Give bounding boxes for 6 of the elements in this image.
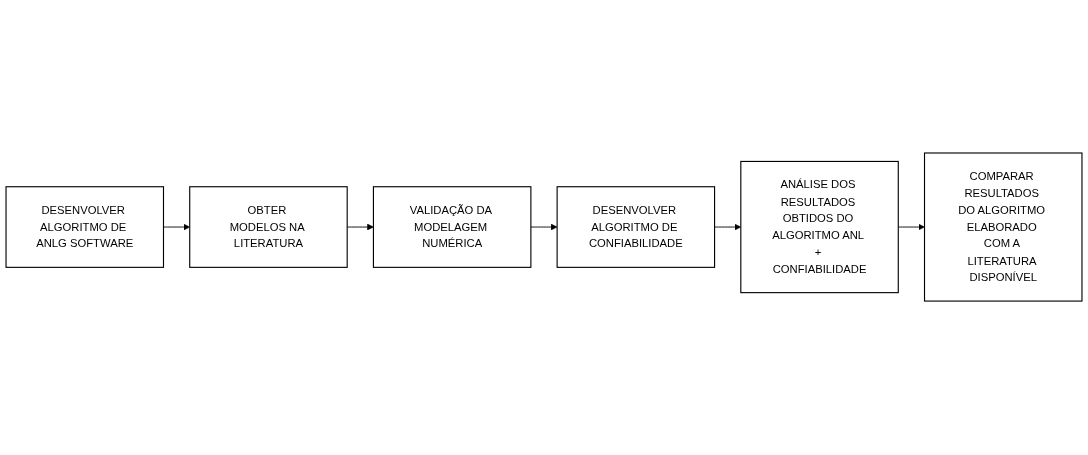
node-box: DESENVOLVER ALGORITMO DE ANLG SOFTWARE xyxy=(5,186,165,269)
node-box: COMPARAR RESULTADOS DO ALGORITMO ELABORADO COM A LITERATURA DISPONÍVEL xyxy=(923,152,1083,303)
node-box: OBTER MODELOS NA LITERATURA xyxy=(189,186,348,269)
node-box: DESENVOLVER ALGORITMO DE CONFIABILIDADE xyxy=(556,186,716,269)
node-box: VALIDAÇÃO DA MODELAGEM NUMÉRICA xyxy=(372,186,532,269)
node-box: ANÁLISE DOS RESULTADOS OBTIDOS DO ALGORITMO ANL + CONFIABILIDADE xyxy=(740,161,899,294)
